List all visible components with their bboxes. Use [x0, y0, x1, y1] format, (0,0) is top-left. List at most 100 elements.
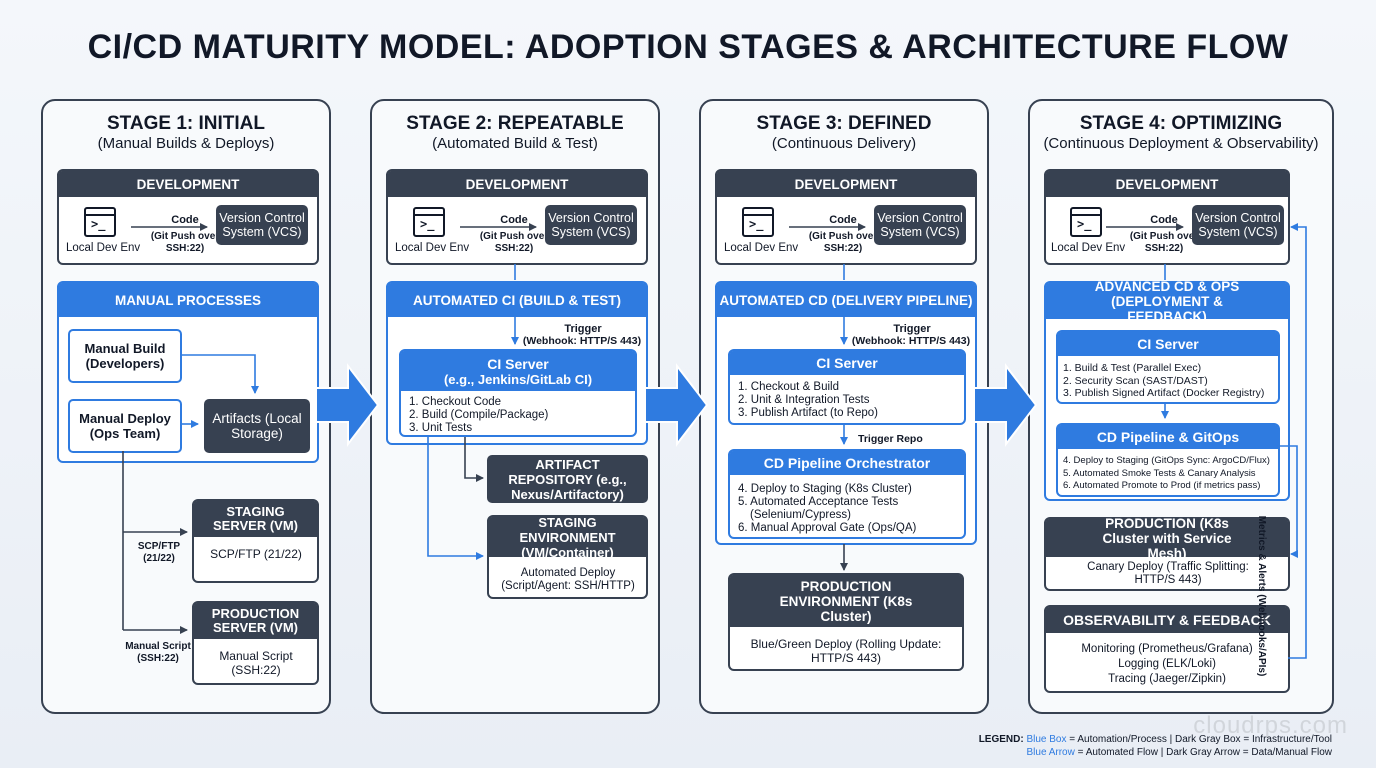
staging-server-body: SCP/FTP (21/22) — [210, 547, 302, 561]
gitops-steps: 4. Deploy to Staging (GitOps Sync: ArgoC… — [1058, 452, 1278, 496]
webhook-label: (Webhook: HTTP/S 443) — [522, 335, 642, 347]
gitops-header: CD Pipeline & GitOps — [1058, 425, 1278, 449]
cd-step: 4. Deploy to Staging (K8s Cluster) — [738, 483, 912, 495]
production-server-body: Manual Script (SSH:22) — [219, 649, 293, 677]
automated-ci-header: AUTOMATED CI (BUILD & TEST) — [388, 283, 646, 317]
development-header: DEVELOPMENT — [388, 171, 646, 197]
gitops-box: CD Pipeline & GitOps 4. Deploy to Stagin… — [1056, 423, 1280, 497]
ci-server-header: CI Server (e.g., Jenkins/GitLab CI) — [401, 351, 635, 391]
ci-server-box: CI Server 1. Build & Test (Parallel Exec… — [1056, 330, 1280, 404]
git-push-label: (Git Push over SSH:22) — [1129, 231, 1199, 254]
production-body: Canary Deploy (Traffic Splitting: HTTP/S… — [1087, 561, 1249, 586]
gitops-step: 4. Deploy to Staging (GitOps Sync: ArgoC… — [1063, 455, 1270, 466]
stage-4-subtitle: (Continuous Deployment & Observability) — [1043, 135, 1319, 152]
stage-1-title: STAGE 1: INITIAL — [107, 113, 265, 134]
legend-line-2: Blue Arrow = Automated Flow | Dark Gray … — [979, 746, 1332, 759]
scp-label: SCP/FTP (21/22) — [137, 541, 181, 564]
advanced-cd-ops-box: ADVANCED CD & OPS (DEPLOYMENT & FEEDBACK… — [1044, 279, 1290, 501]
cd-step: 6. Manual Approval Gate (Ops/QA) — [738, 522, 917, 534]
terminal-icon: >_ — [84, 207, 116, 237]
local-dev-label: Local Dev Env — [395, 242, 470, 254]
stage-1-subtitle: (Manual Builds & Deploys) — [97, 135, 275, 152]
watermark: cloudrps.com — [1193, 712, 1348, 739]
ci-step: 3. Publish Artifact (to Repo) — [738, 407, 878, 419]
code-label: Code — [500, 214, 528, 226]
ci-step: 2. Build (Compile/Package) — [409, 409, 549, 421]
ci-step: 1. Checkout Code — [409, 396, 502, 408]
local-dev-label: Local Dev Env — [66, 242, 141, 254]
ci-server-steps: 1. Build & Test (Parallel Exec) 2. Secur… — [1058, 359, 1278, 403]
local-dev-label: Local Dev Env — [724, 242, 799, 254]
artifact-repository-box: ARTIFACT REPOSITORY (e.g., Nexus/Artifac… — [487, 455, 648, 503]
stage-4-title: STAGE 4: OPTIMIZING — [1079, 113, 1283, 134]
trigger-repo-label: Trigger Repo — [858, 433, 923, 445]
development-box: DEVELOPMENT >_ Local Dev Env Code (Git P… — [57, 169, 319, 265]
ci-server-box: CI Server 1. Checkout & Build 2. Unit & … — [728, 349, 966, 425]
stage-4-panel: STAGE 4: OPTIMIZING (Continuous Deployme… — [1028, 99, 1334, 714]
development-header: DEVELOPMENT — [717, 171, 975, 197]
ci-step: 3. Unit Tests — [409, 422, 473, 434]
staging-environment-box: STAGING ENVIRONMENT (VM/Container) Autom… — [487, 515, 648, 599]
git-push-label: (Git Push over SSH:22) — [808, 231, 878, 254]
cd-step: (Selenium/Cypress) — [750, 509, 851, 521]
ci-step: 3. Publish Signed Artifact (Docker Regis… — [1063, 387, 1265, 399]
legend-blue-box-desc: = Automation/Process | Dark Gray Box = I… — [1069, 734, 1332, 745]
ci-server-title: CI Server — [487, 355, 549, 372]
ci-server-steps: 1. Checkout & Build 2. Unit & Integratio… — [730, 378, 964, 423]
stage-3-title: STAGE 3: DEFINED — [756, 113, 932, 134]
terminal-icon: >_ — [413, 207, 445, 237]
observability-item: Logging (ELK/Loki) — [1118, 658, 1216, 670]
automated-ci-box: AUTOMATED CI (BUILD & TEST) Trigger (Web… — [386, 281, 648, 445]
stage-2-panel: STAGE 2: REPEATABLE (Automated Build & T… — [370, 99, 660, 714]
observability-box: OBSERVABILITY & FEEDBACK Monitoring (Pro… — [1044, 605, 1290, 693]
development-header: DEVELOPMENT — [1046, 171, 1288, 197]
ci-server-steps: 1. Checkout Code 2. Build (Compile/Packa… — [401, 393, 635, 438]
production-header: PRODUCTION (K8s Cluster with Service Mes… — [1046, 516, 1288, 561]
page-title: CI/CD MATURITY MODEL: ADOPTION STAGES & … — [87, 28, 1289, 66]
production-environment-body: Blue/Green Deploy (Rolling Update: HTTP/… — [750, 637, 942, 665]
observability-item: Monitoring (Prometheus/Grafana) — [1081, 643, 1253, 655]
code-label: Code — [829, 214, 857, 226]
cd-step: 5. Automated Acceptance Tests — [738, 496, 899, 508]
vcs-box: Version Control System (VCS) — [216, 205, 308, 245]
development-box: DEVELOPMENT >_ Local Dev Env Code (Git P… — [386, 169, 648, 265]
cd-orchestrator-box: CD Pipeline Orchestrator 4. Deploy to St… — [728, 449, 966, 539]
production-environment-box: PRODUCTION ENVIRONMENT (K8s Cluster) Blu… — [728, 573, 964, 671]
observability-header: OBSERVABILITY & FEEDBACK — [1046, 607, 1288, 633]
stage-2-subtitle: (Automated Build & Test) — [432, 135, 598, 152]
staging-environment-body: Automated Deploy (Script/Agent: SSH/HTTP… — [501, 567, 635, 592]
feedback-label: Metrics & Alerts (Webhooks/APIs) — [1256, 515, 1267, 677]
development-header: DEVELOPMENT — [59, 171, 317, 197]
manual-build-box: Manual Build (Developers) — [68, 329, 182, 383]
observability-item: Tracing (Jaeger/Zipkin) — [1108, 673, 1226, 685]
production-box: PRODUCTION (K8s Cluster with Service Mes… — [1044, 516, 1290, 591]
legend-line-1: LEGEND: Blue Box = Automation/Process | … — [979, 733, 1332, 746]
stage-2-title: STAGE 2: REPEATABLE — [406, 113, 624, 134]
production-server-header: PRODUCTION SERVER (VM) — [194, 603, 317, 639]
artifacts-box: Artifacts (Local Storage) — [204, 399, 310, 453]
staging-environment-header: STAGING ENVIRONMENT (VM/Container) — [489, 515, 646, 560]
stage-3-panel: STAGE 3: DEFINED (Continuous Delivery) D… — [699, 99, 989, 714]
gitops-step: 5. Automated Smoke Tests & Canary Analys… — [1063, 467, 1256, 479]
development-box: DEVELOPMENT >_ Local Dev Env Code (Git P… — [1044, 169, 1290, 265]
trigger-label: Trigger — [564, 323, 602, 335]
legend-prefix: LEGEND: — [978, 734, 1024, 745]
legend-blue-arrow: Blue Arrow — [1026, 747, 1075, 758]
automated-cd-box: AUTOMATED CD (DELIVERY PIPELINE) Trigger… — [715, 281, 977, 545]
code-label: Code — [1150, 214, 1178, 226]
cd-orchestrator-header: CD Pipeline Orchestrator — [730, 451, 964, 475]
ci-server-subtitle: (e.g., Jenkins/GitLab CI) — [443, 371, 593, 387]
vcs-box: Version Control System (VCS) — [1192, 205, 1284, 245]
stage-1-panel: STAGE 1: INITIAL (Manual Builds & Deploy… — [41, 99, 331, 714]
manual-processes-box: MANUAL PROCESSES Manual Build (Developer… — [57, 281, 319, 463]
gitops-step: 6. Automated Promote to Prod (if metrics… — [1063, 480, 1261, 491]
production-server-box: PRODUCTION SERVER (VM) Manual Script (SS… — [192, 601, 319, 685]
staging-server-header: STAGING SERVER (VM) — [194, 501, 317, 537]
legend-blue-box: Blue Box — [1026, 734, 1067, 745]
ci-step: 2. Security Scan (SAST/DAST) — [1063, 374, 1208, 387]
vcs-box: Version Control System (VCS) — [545, 205, 637, 245]
ci-step: 1. Checkout & Build — [738, 381, 840, 393]
manual-processes-header: MANUAL PROCESSES — [59, 283, 317, 317]
ci-server-box: CI Server (e.g., Jenkins/GitLab CI) 1. C… — [399, 349, 637, 437]
git-push-label: (Git Push over SSH:22) — [479, 231, 549, 254]
